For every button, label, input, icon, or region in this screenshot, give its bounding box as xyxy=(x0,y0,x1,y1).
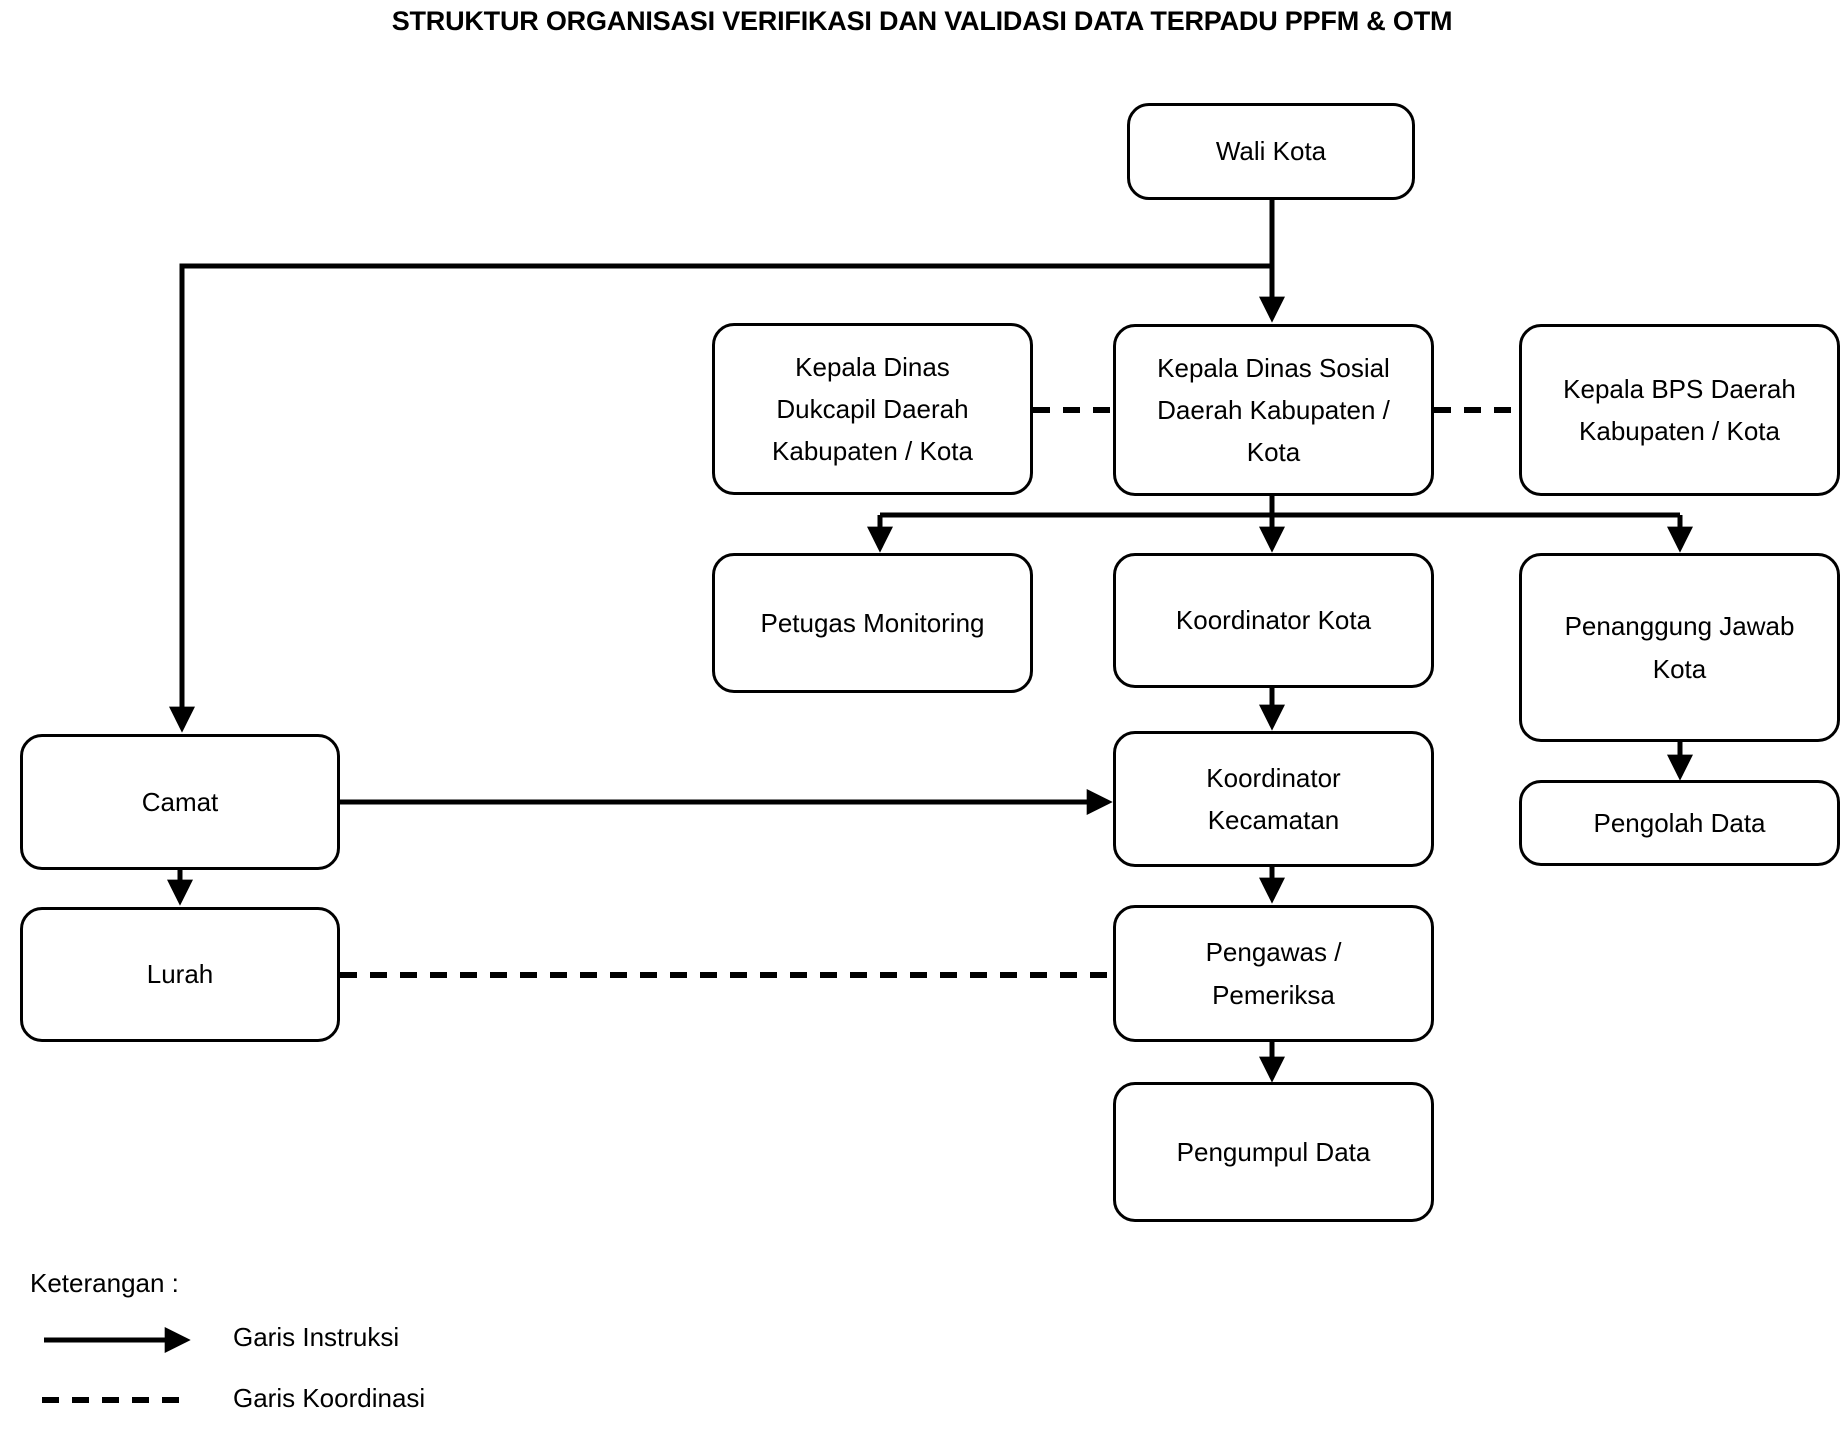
node-lurah[interactable]: Lurah xyxy=(20,907,340,1042)
page-title: STRUKTUR ORGANISASI VERIFIKASI DAN VALID… xyxy=(391,6,1453,36)
node-camat[interactable]: Camat xyxy=(20,734,340,870)
node-pengawas-pemeriksa[interactable]: Pengawas / Pemeriksa xyxy=(1113,905,1434,1042)
node-pengolah-data[interactable]: Pengolah Data xyxy=(1519,780,1840,866)
legend-heading: Keterangan : xyxy=(30,1268,179,1298)
node-kepala-dinas-dukcapil[interactable]: Kepala Dinas Dukcapil Daerah Kabupaten /… xyxy=(712,323,1033,495)
node-pengumpul-data[interactable]: Pengumpul Data xyxy=(1113,1082,1434,1222)
legend-item-garis-instruksi: Garis Instruksi xyxy=(233,1322,400,1352)
node-penanggung-jawab-kota[interactable]: Penanggung Jawab Kota xyxy=(1519,553,1840,742)
node-kepala-dinas-sosial[interactable]: Kepala Dinas Sosial Daerah Kabupaten / K… xyxy=(1113,324,1434,496)
node-kepala-bps[interactable]: Kepala BPS Daerah Kabupaten / Kota xyxy=(1519,324,1840,496)
node-koordinator-kota[interactable]: Koordinator Kota xyxy=(1113,553,1434,688)
node-wali-kota[interactable]: Wali Kota xyxy=(1127,103,1415,200)
legend-item-garis-koordinasi: Garis Koordinasi xyxy=(233,1383,426,1413)
node-petugas-monitoring[interactable]: Petugas Monitoring xyxy=(712,553,1033,693)
node-koordinator-kecamatan[interactable]: Koordinator Kecamatan xyxy=(1113,731,1434,867)
